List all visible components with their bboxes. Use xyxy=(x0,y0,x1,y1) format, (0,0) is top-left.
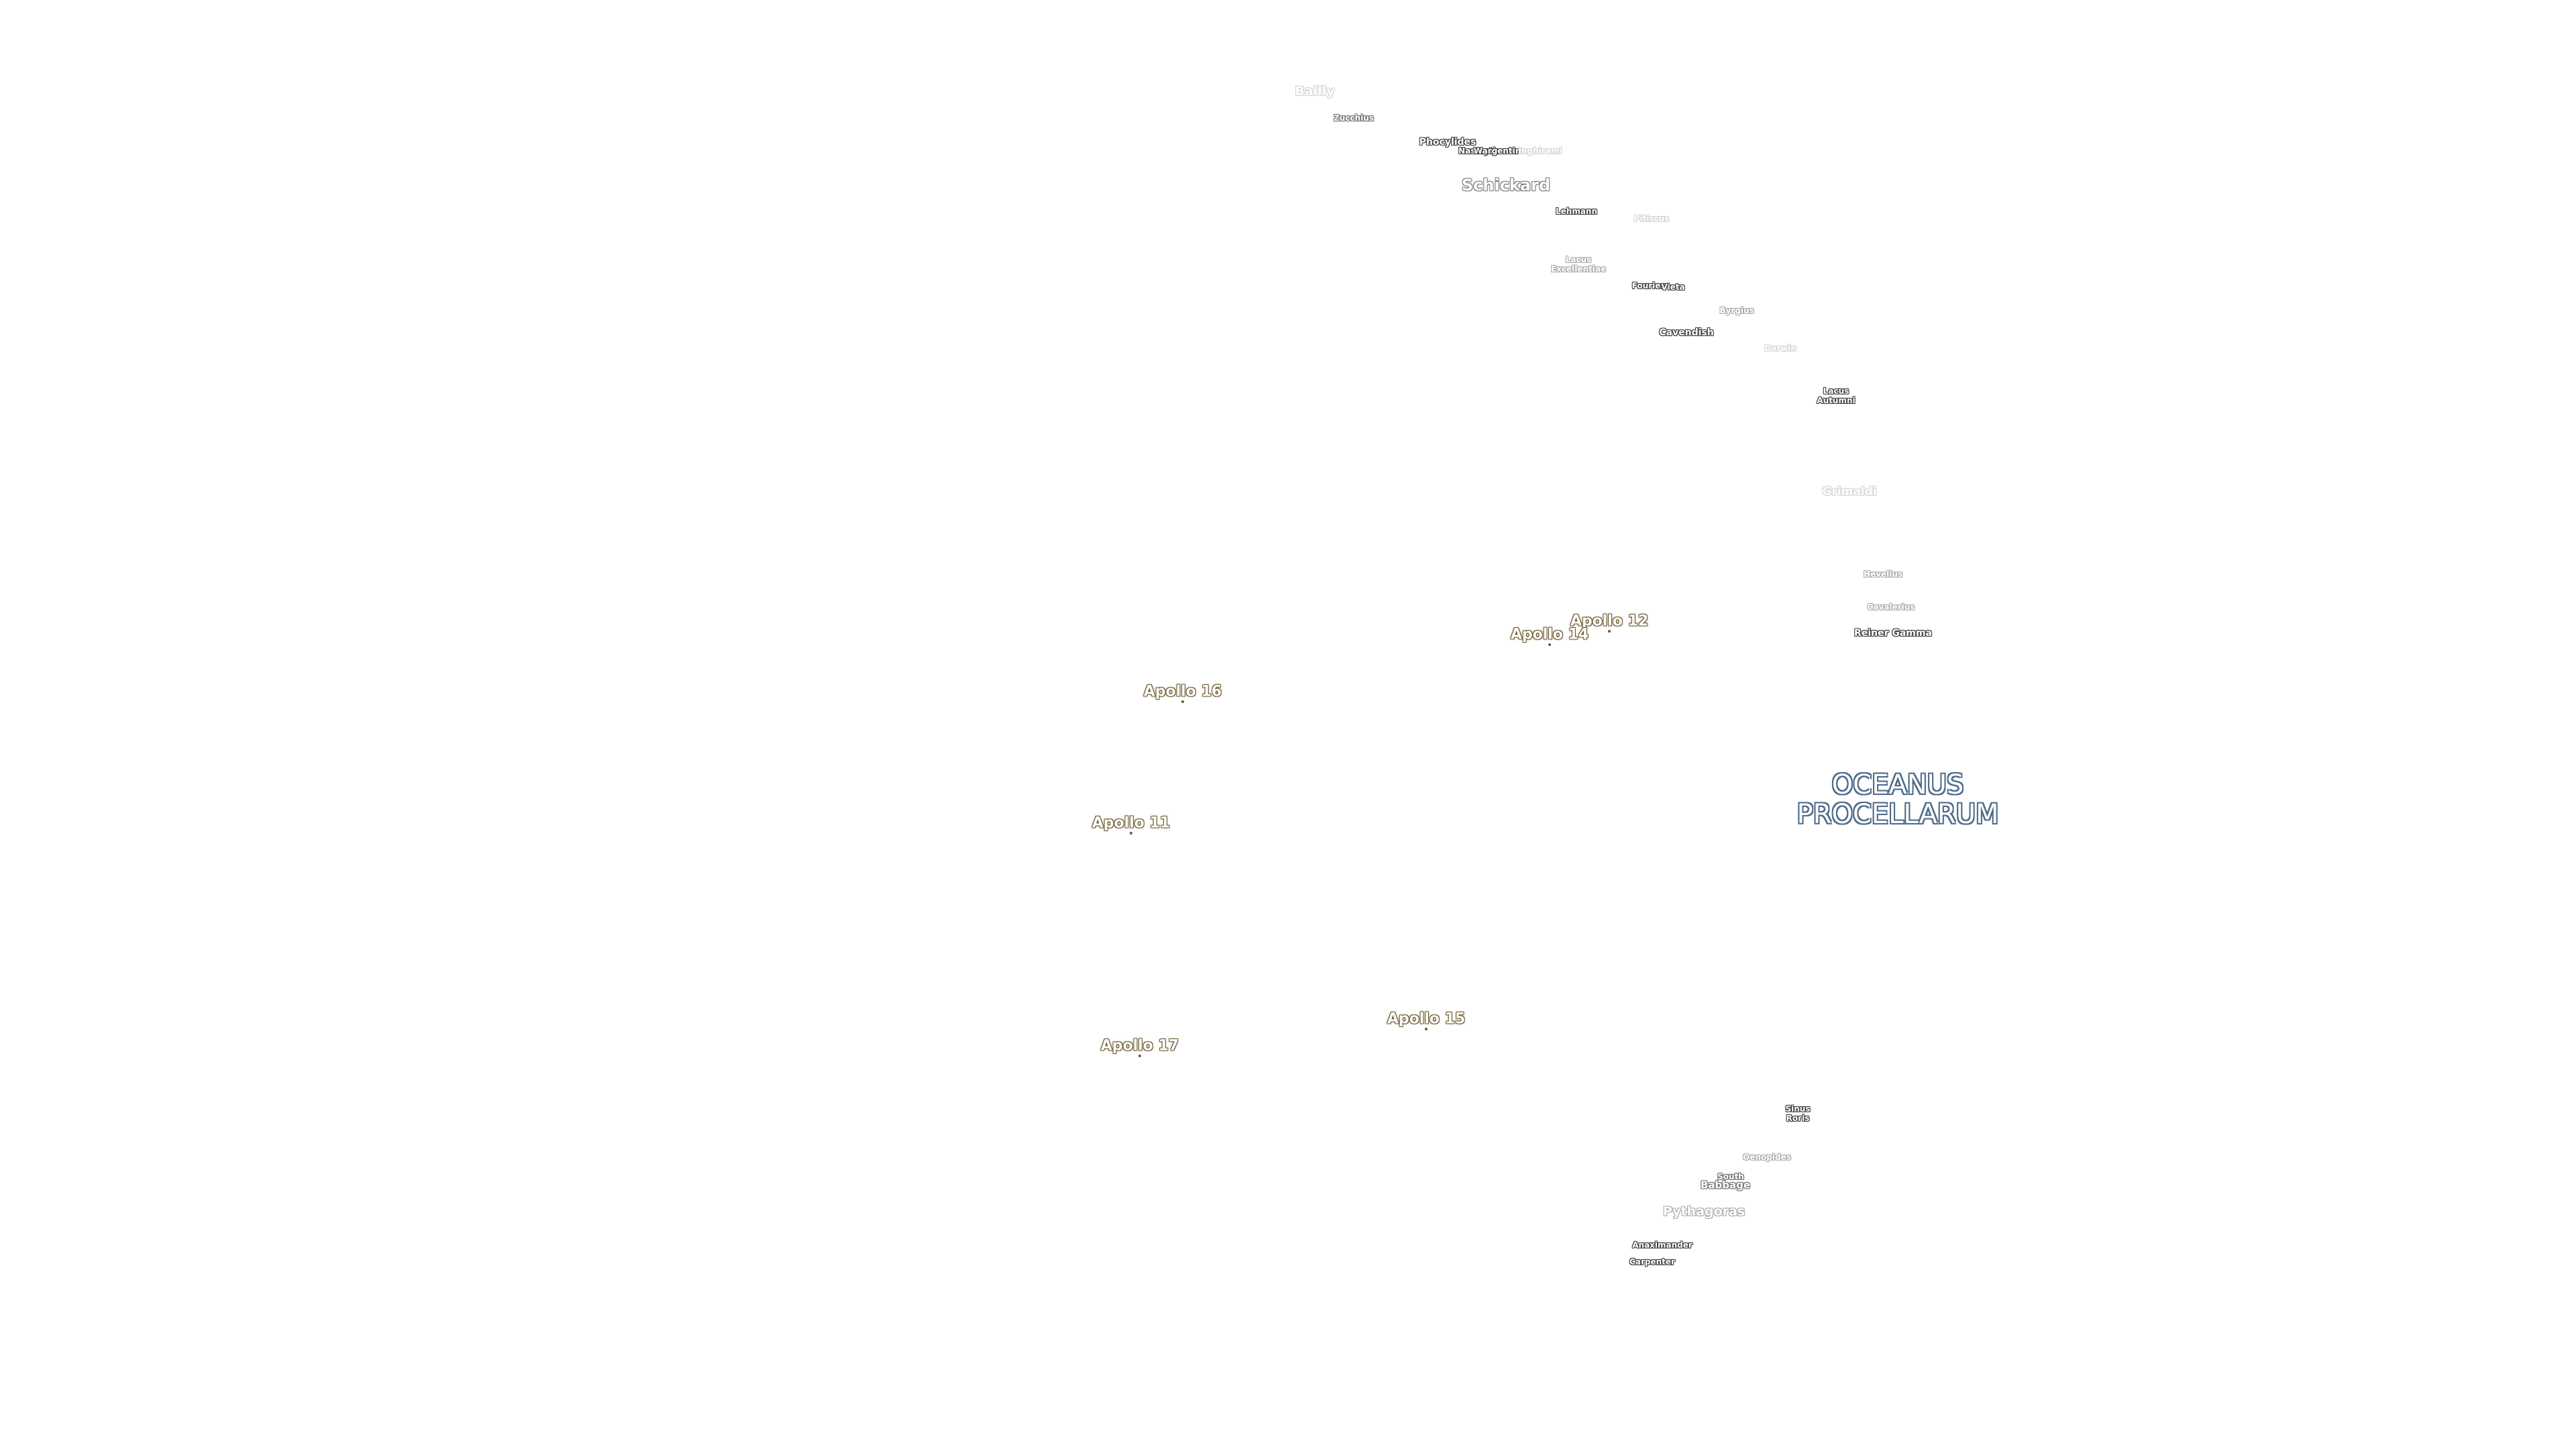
apollo-label-12[interactable]: Apollo 12 xyxy=(1570,612,1649,630)
feature-label-carpenter: Carpenter xyxy=(1629,1257,1675,1267)
feature-label-hevelius: Hevelius xyxy=(1863,570,1903,580)
feature-label-wargentin: Wargentin xyxy=(1473,146,1521,156)
feature-label-fourier: Fourier xyxy=(1631,281,1665,291)
apollo-label-14[interactable]: Apollo 14 xyxy=(1510,626,1589,643)
feature-label-south: South xyxy=(1717,1172,1744,1182)
feature-label-cavalerius: Cavalerius xyxy=(1867,602,1915,612)
feature-label-schickard: Schickard xyxy=(1461,176,1551,195)
apollo-label-17[interactable]: Apollo 17 xyxy=(1100,1037,1179,1055)
feature-label-lacus-excellentiae: Lacus Excellentiae xyxy=(1550,255,1607,274)
feature-label-oenopides: Oenopides xyxy=(1743,1152,1791,1163)
apollo-site-marker-17[interactable] xyxy=(1138,1055,1141,1057)
feature-label-grimaldi: Grimaldi xyxy=(1822,485,1877,499)
apollo-label-15[interactable]: Apollo 15 xyxy=(1387,1010,1466,1028)
feature-label-pitiscus: Pitiscus xyxy=(1633,214,1670,224)
feature-label-lacus-autumni: Lacus Autumni xyxy=(1817,386,1856,405)
feature-label-sinus-roris: Sinus Roris xyxy=(1785,1104,1811,1123)
apollo-site-marker-16[interactable] xyxy=(1181,700,1184,703)
mare-label-oceanus-procellarum: OCEANUS PROCELLARUM xyxy=(1796,769,1999,830)
feature-label-phocylides: Phocylides xyxy=(1419,136,1477,148)
apollo-site-marker-15[interactable] xyxy=(1425,1028,1428,1030)
feature-label-anaximander: Anaximander xyxy=(1632,1240,1693,1250)
feature-label-byrgius: Byrgius xyxy=(1719,306,1754,316)
apollo-label-16[interactable]: Apollo 16 xyxy=(1143,683,1222,700)
feature-label-vieta: Vieta xyxy=(1661,282,1685,292)
feature-label-lehmann: Lehmann xyxy=(1555,207,1598,217)
apollo-site-marker-11[interactable] xyxy=(1130,832,1132,835)
feature-label-darwin: Darwin xyxy=(1764,343,1796,354)
apollo-site-marker-12[interactable] xyxy=(1608,630,1611,633)
apollo-site-marker-14[interactable] xyxy=(1548,643,1551,646)
feature-label-babbage: Babbage xyxy=(1700,1179,1751,1191)
feature-label-bailly: Bailly xyxy=(1295,84,1335,99)
feature-label-inghirami: Inghirami xyxy=(1518,146,1562,156)
apollo-label-11[interactable]: Apollo 11 xyxy=(1091,814,1171,832)
feature-label-pythagoras: Pythagoras xyxy=(1662,1204,1746,1220)
feature-label-cavendish: Cavendish xyxy=(1659,327,1714,338)
feature-label-zucchius: Zucchius xyxy=(1334,113,1374,123)
feature-label-nasmyth: Nasmyth xyxy=(1458,146,1499,156)
feature-label-reiner-gamma: Reiner Gamma xyxy=(1854,627,1932,639)
